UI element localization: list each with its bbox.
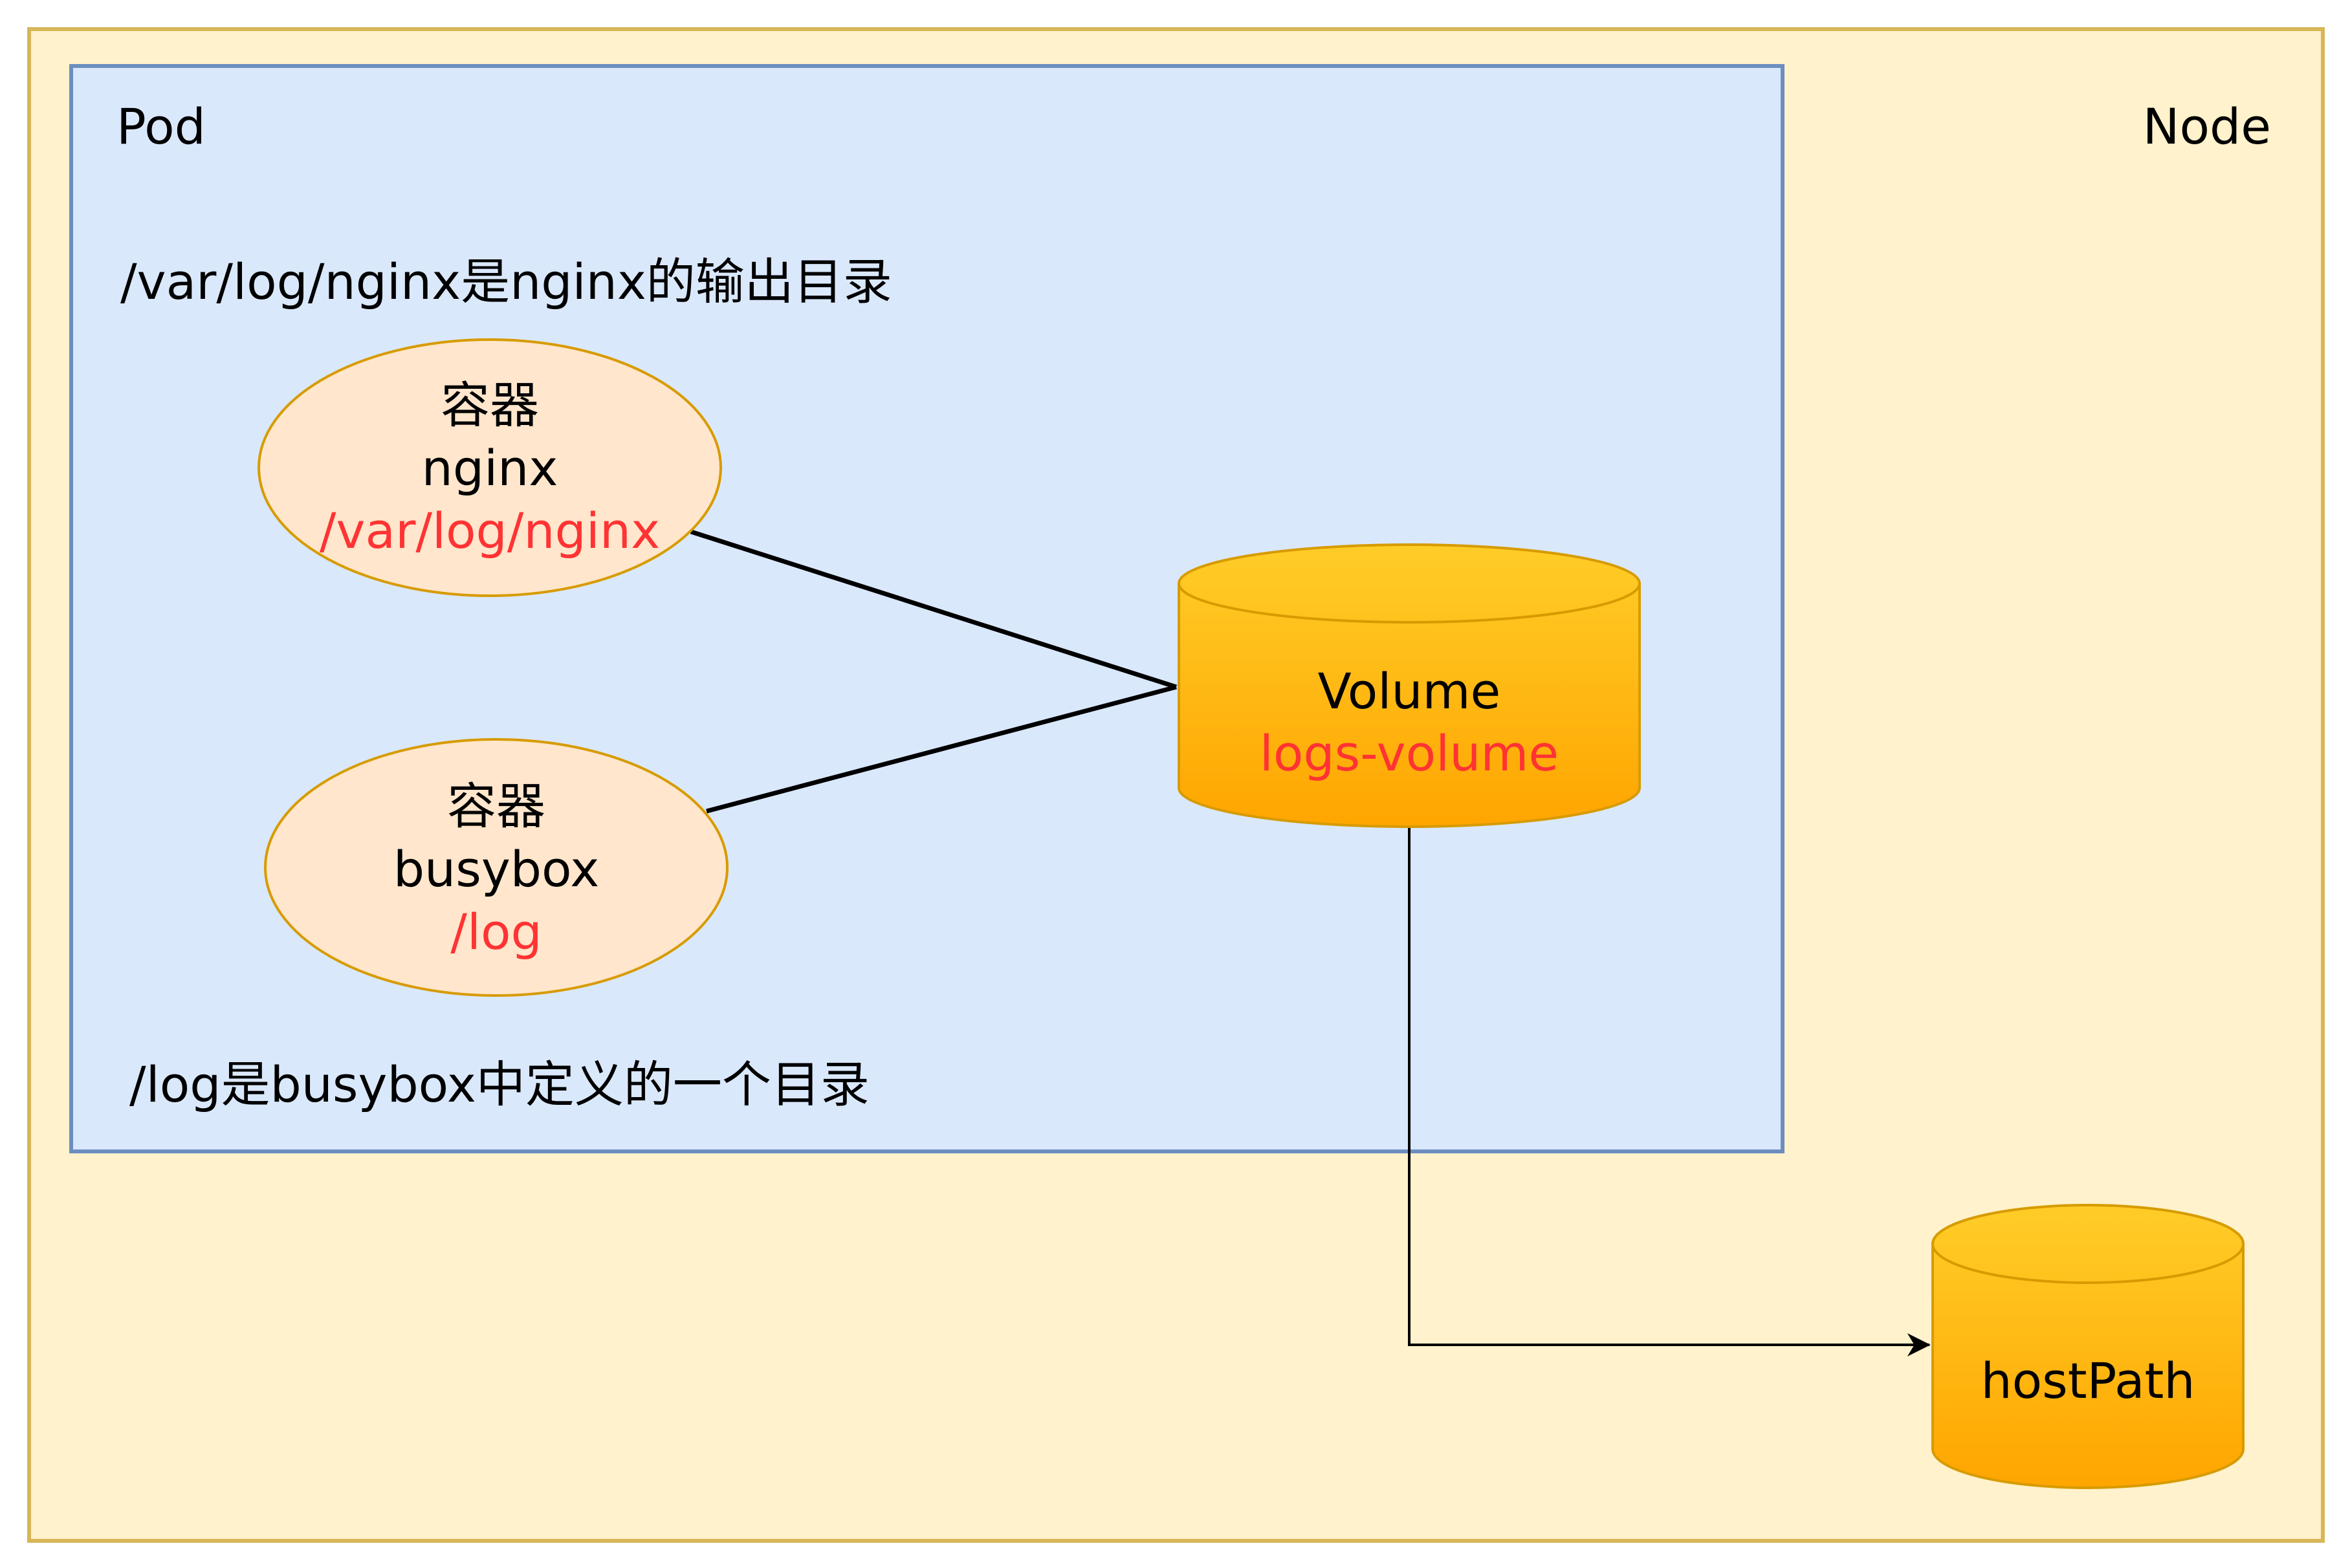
container-nginx-path: /var/log/nginx <box>320 502 660 560</box>
hostpath-cylinder-rim <box>1931 1243 2245 1284</box>
volume-cylinder-body <box>1178 543 1641 828</box>
arrow-volume-to-hostpath <box>1408 827 1931 1356</box>
node-label: Node <box>2143 98 2271 155</box>
volume-cylinder: Volume logs-volume <box>1178 543 1641 828</box>
container-busybox-path: /log <box>450 903 542 961</box>
container-busybox: 容器 busybox /log <box>264 738 729 997</box>
hostpath-cylinder-body <box>1931 1204 2245 1489</box>
container-busybox-name: busybox <box>393 840 599 898</box>
container-nginx-name: nginx <box>422 439 558 497</box>
connector-nginx-volume <box>690 529 1178 690</box>
pod-note-nginx-output: /var/log/nginx是nginx的输出目录 <box>120 253 892 310</box>
container-nginx-title: 容器 <box>441 376 539 434</box>
connector-busybox-volume <box>706 684 1177 814</box>
pod-label: Pod <box>116 98 206 155</box>
container-nginx: 容器 nginx /var/log/nginx <box>258 338 722 597</box>
container-busybox-title: 容器 <box>447 778 545 835</box>
hostpath-label: hostPath <box>1981 1352 2195 1410</box>
volume-name: logs-volume <box>1260 724 1559 782</box>
container-nginx-shape <box>258 338 722 597</box>
volume-cylinder-rim <box>1178 583 1641 624</box>
volume-title: Volume <box>1318 662 1501 720</box>
hostpath-cylinder: hostPath <box>1931 1204 2245 1489</box>
pod-note-busybox-dir: /log是busybox中定义的一个目录 <box>129 1056 870 1113</box>
container-busybox-shape <box>264 738 729 997</box>
